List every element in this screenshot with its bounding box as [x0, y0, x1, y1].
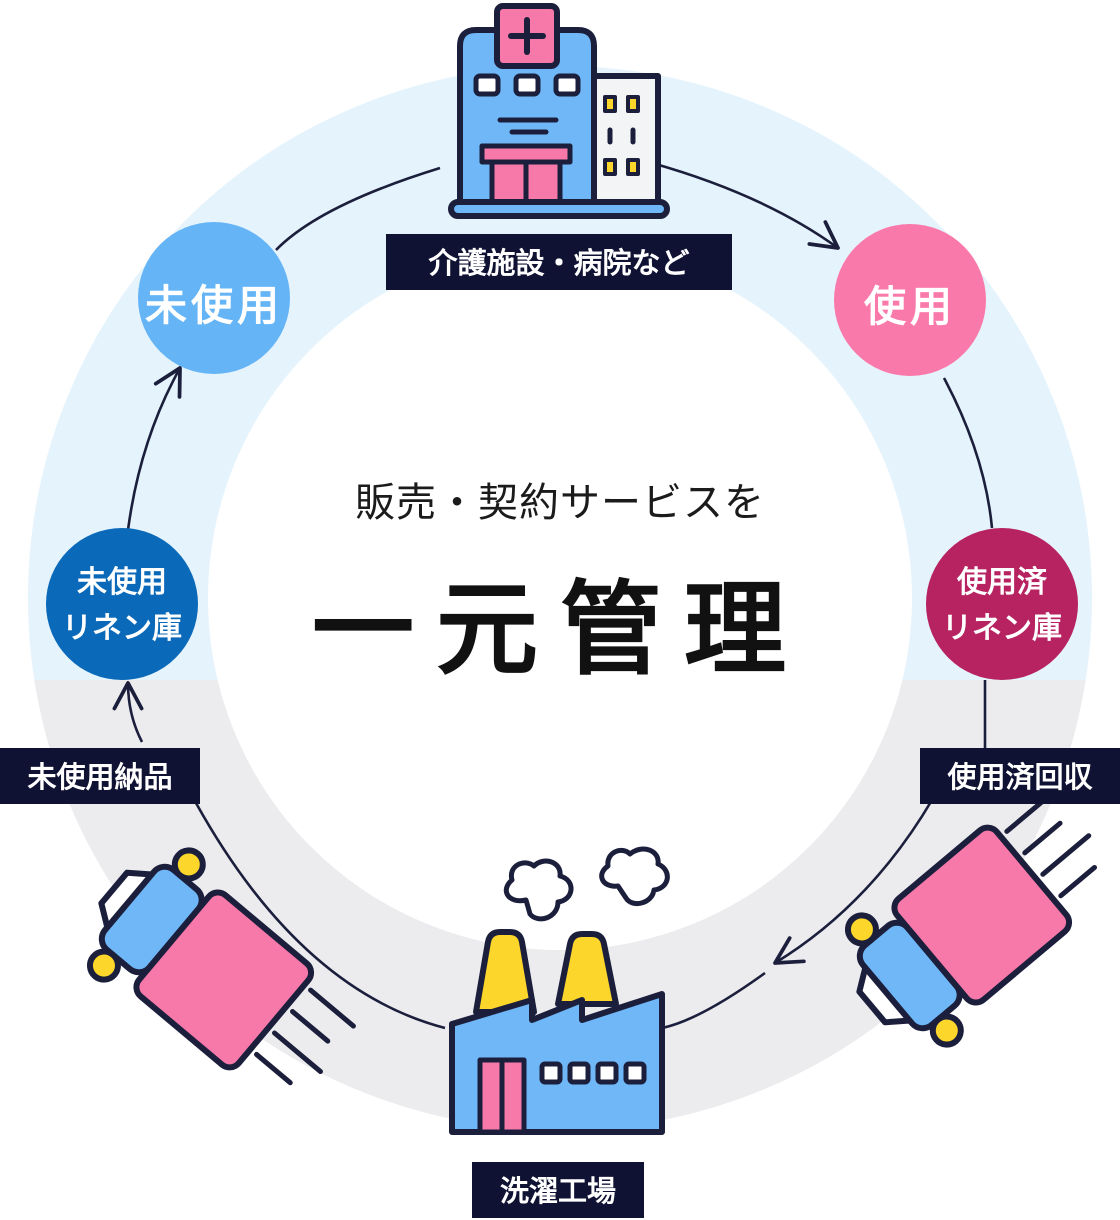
tag-collection: 使用済回収	[920, 748, 1120, 804]
tag-facility: 介護施設・病院など	[386, 234, 732, 290]
hospital-building-icon	[448, 3, 670, 219]
node-used-storage-line2: リネン庫	[942, 611, 1062, 646]
tag-delivery-bg	[0, 748, 200, 804]
tag-laundry: 洗濯工場	[472, 1162, 644, 1218]
flow-arrow-delivery-to-unused-storage	[112, 681, 144, 743]
node-used-storage-line1: 使用済	[956, 565, 1048, 600]
flow-arrow-unused-storage-to-unused	[126, 366, 182, 531]
flow-line-laundry-to-delivery	[194, 802, 446, 1030]
tag-delivery-label: 未使用納品	[27, 760, 172, 794]
node-used: 使用	[834, 224, 986, 376]
factory-icon	[449, 846, 670, 1135]
flow-arrow-collection-to-laundry	[773, 799, 934, 965]
node-used-storage: 使用済 リネン庫	[926, 528, 1078, 680]
node-unused-storage-line2: リネン庫	[62, 611, 182, 646]
node-unused-label: 未使用	[145, 281, 283, 330]
tag-facility-label: 介護施設・病院など	[427, 246, 689, 280]
flow-line-into-laundry	[661, 971, 766, 1030]
node-unused-storage-circle	[46, 528, 198, 680]
node-used-circle	[834, 224, 986, 376]
tag-laundry-label: 洗濯工場	[500, 1174, 616, 1208]
tag-laundry-bg	[472, 1162, 644, 1218]
tag-delivery: 未使用納品	[0, 748, 200, 804]
node-unused-circle	[138, 222, 290, 374]
tag-collection-label: 使用済回収	[946, 760, 1093, 794]
node-used-storage-circle	[926, 528, 1078, 680]
center-title: 一元管理	[312, 571, 808, 690]
delivery-truck-icon	[86, 847, 356, 1086]
center-subtitle: 販売・契約サービスを	[355, 480, 765, 526]
node-unused-storage: 未使用 リネン庫	[46, 528, 198, 680]
node-unused: 未使用	[138, 222, 290, 374]
flow-arrow-facility-to-used	[651, 161, 840, 250]
flow-line-unused-to-facility	[275, 166, 441, 251]
flow-lines	[112, 161, 994, 1030]
node-unused-storage-line1: 未使用	[77, 565, 167, 600]
tag-facility-bg	[386, 234, 732, 290]
collection-truck-icon	[844, 792, 1098, 1048]
tag-collection-bg	[920, 748, 1120, 804]
node-used-label: 使用	[864, 282, 956, 331]
flow-line-used-to-used-storage	[942, 377, 994, 529]
